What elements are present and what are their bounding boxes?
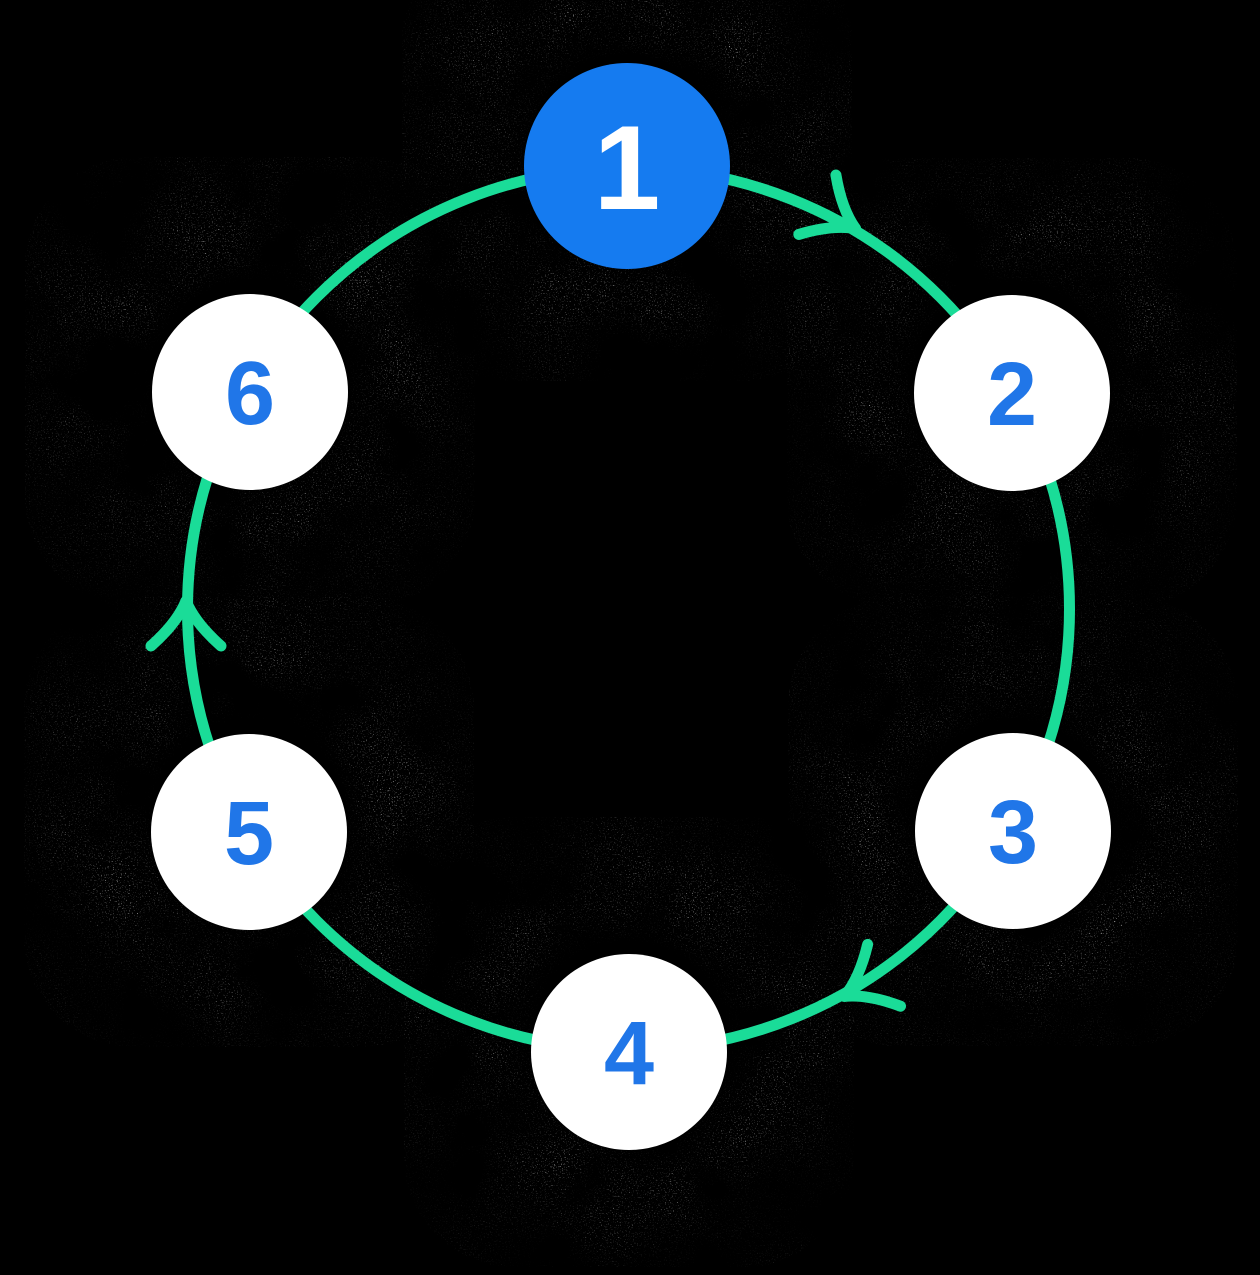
arrowhead-5-6-right-arm xyxy=(180,595,227,652)
arrowhead-1-2 xyxy=(793,169,862,240)
node-5-label: 5 xyxy=(224,784,274,884)
node-2-label: 2 xyxy=(987,345,1037,445)
node-5: 5 xyxy=(151,734,347,930)
node-2: 2 xyxy=(914,295,1110,491)
node-2-circle xyxy=(914,295,1110,491)
node-6-label: 6 xyxy=(225,344,275,444)
node-1: 1 xyxy=(524,63,730,269)
node-3: 3 xyxy=(915,733,1111,929)
arrowhead-5-6 xyxy=(145,595,227,652)
node-3-label: 3 xyxy=(988,783,1038,883)
node-4-label: 4 xyxy=(604,1004,654,1104)
node-1-circle xyxy=(524,63,730,269)
arrowhead-1-2-lower-arm xyxy=(793,221,862,240)
node-6: 6 xyxy=(152,294,348,490)
node-1-label: 1 xyxy=(594,101,661,235)
node-4-circle xyxy=(531,954,727,1150)
node-3-circle xyxy=(915,733,1111,929)
node-5-circle xyxy=(151,734,347,930)
node-4: 4 xyxy=(531,954,727,1150)
arrowhead-3-4 xyxy=(838,938,907,1012)
node-6-circle xyxy=(152,294,348,490)
arrowhead-3-4-lower-arm xyxy=(838,938,874,1002)
